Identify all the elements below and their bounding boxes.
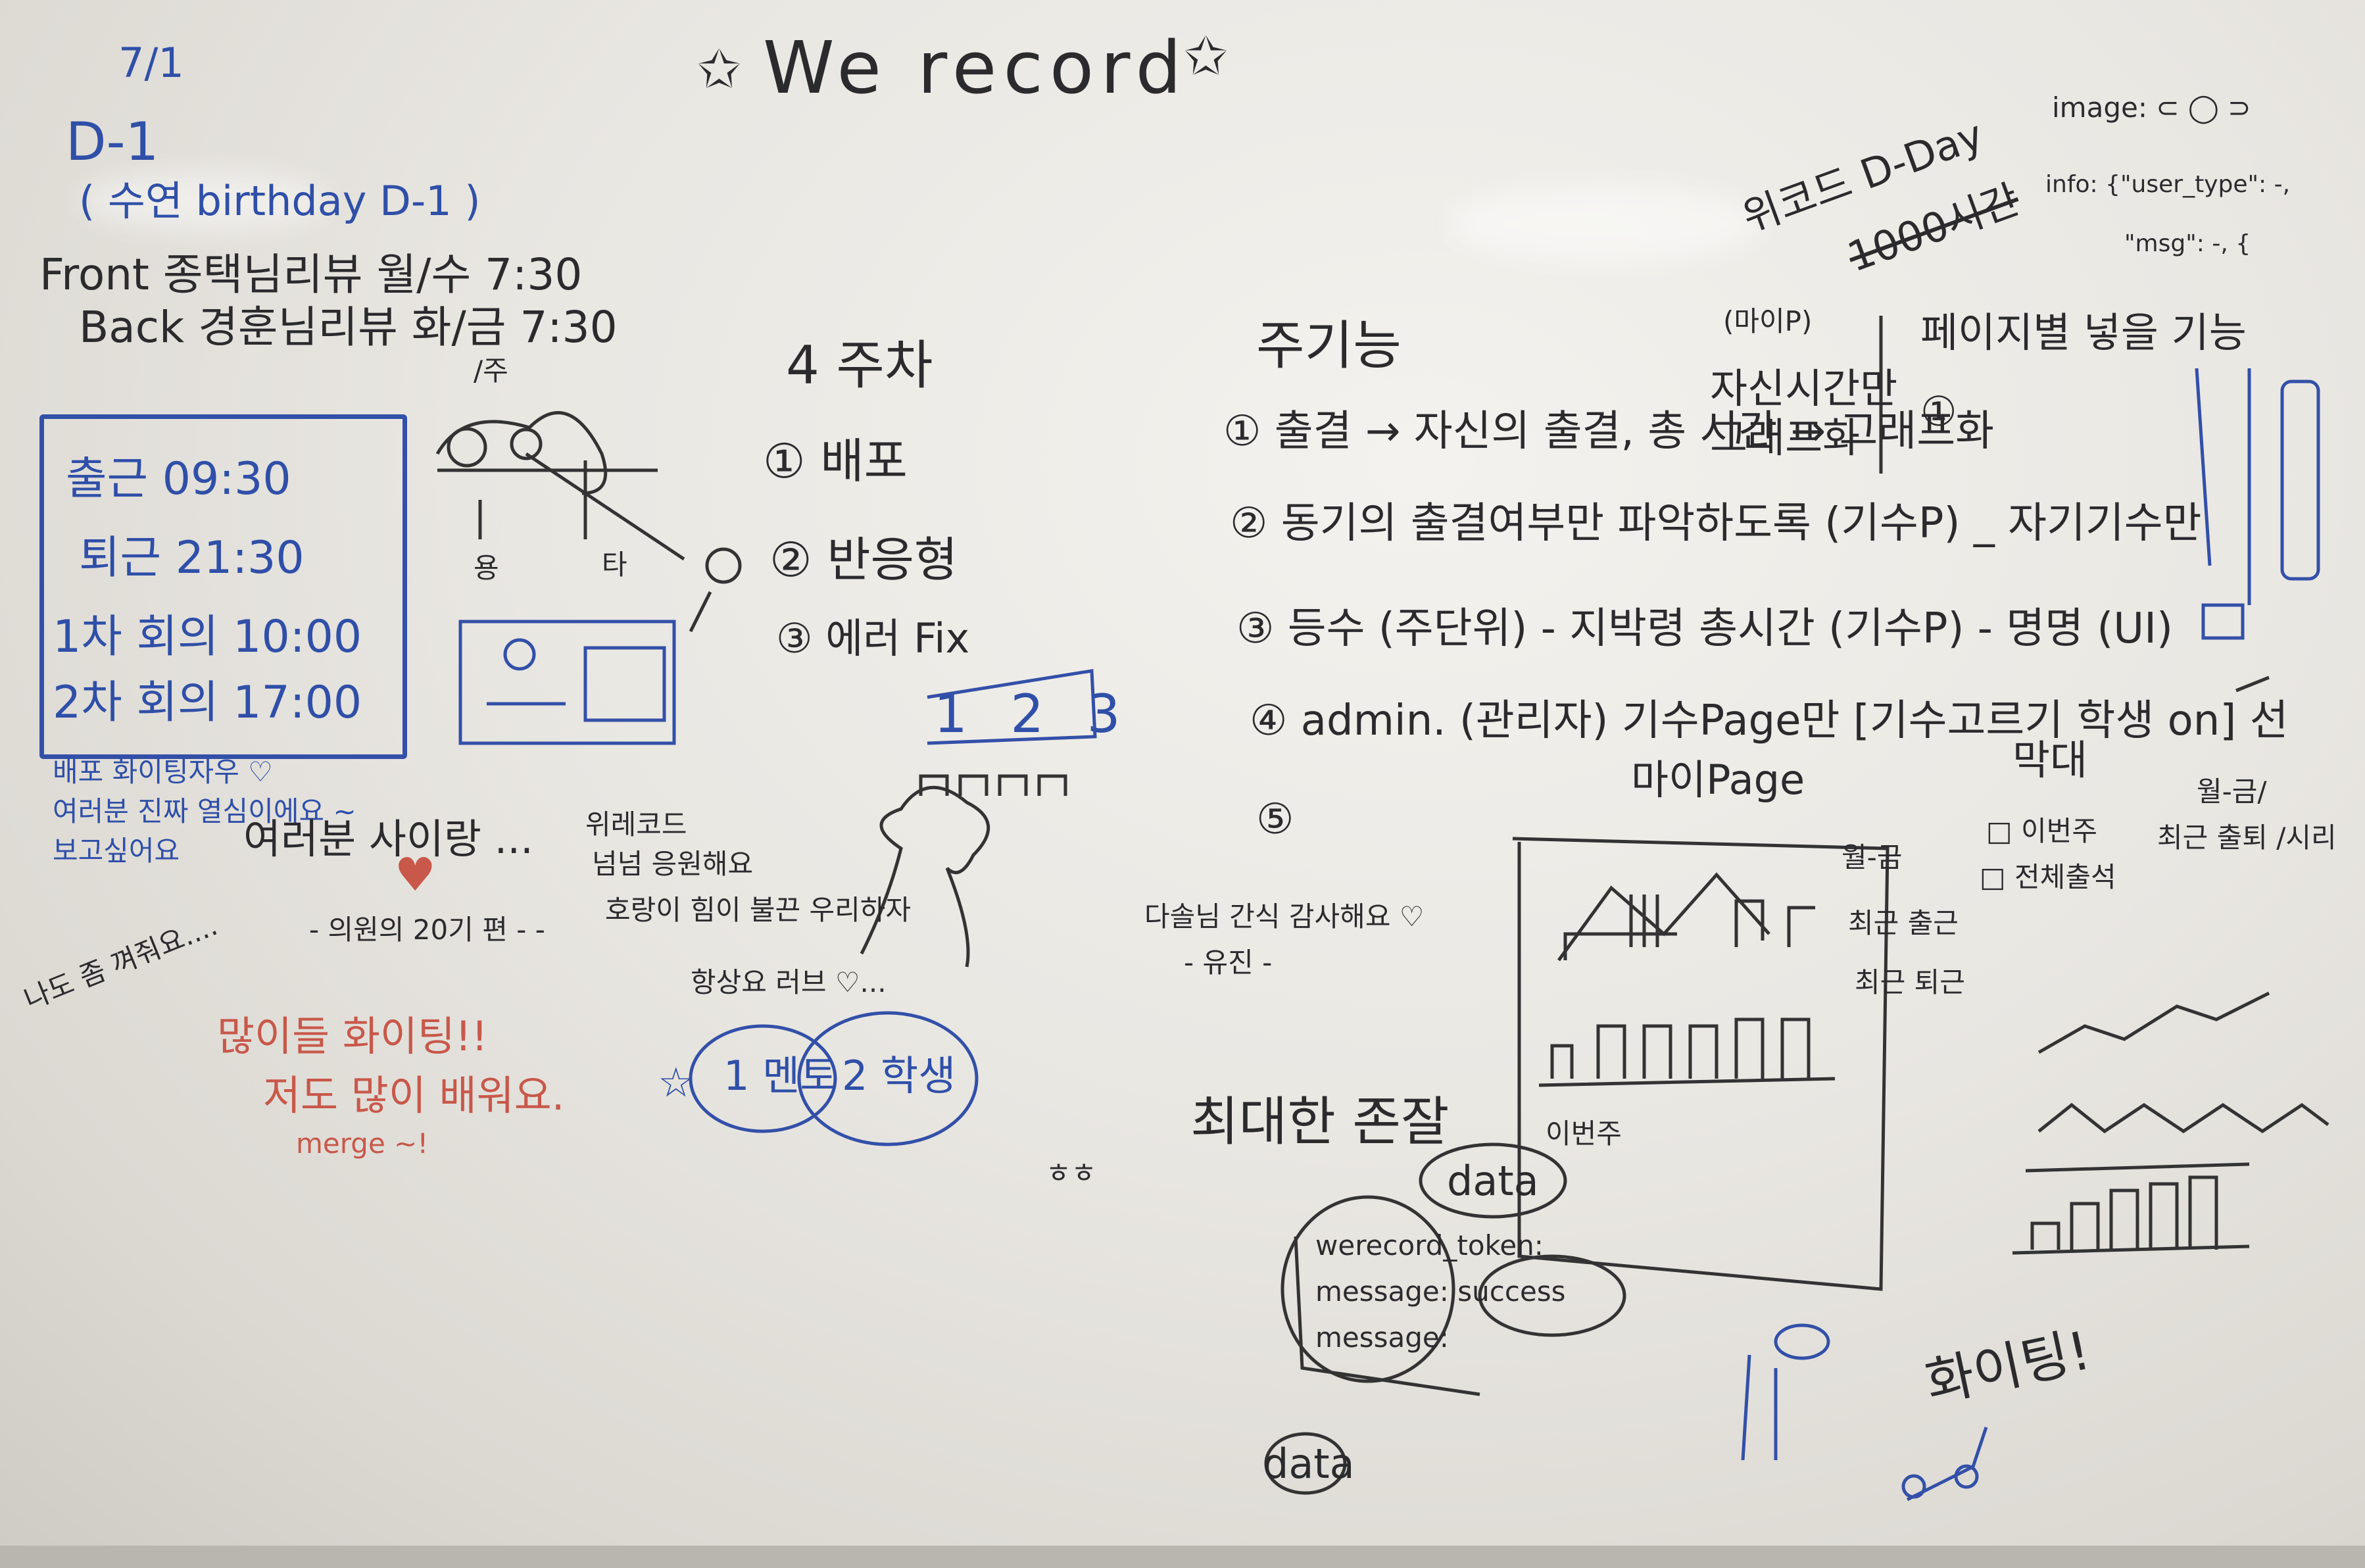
label: 최근 퇴근	[1855, 966, 1965, 998]
label: 최근 출근	[1848, 907, 1959, 939]
feature-item: ③ 등수 (주단위) - 지박령 총시간 (기수P) - 명명 (UI)	[1236, 604, 2173, 653]
feature-item: ⑤	[1256, 795, 1294, 844]
sketch-label: 타	[602, 549, 627, 581]
circle-label: 2 학생	[842, 1052, 956, 1100]
blue-note: 배포 화이팅자우 ♡	[53, 756, 273, 788]
info-note: "msg": -, {	[2124, 230, 2251, 257]
week-label: /주	[474, 355, 508, 387]
red-note: 저도 많이 배워요.	[263, 1071, 565, 1119]
cheer-note: 항상요 러브 ♡...	[691, 966, 887, 998]
review-back: Back 경훈님리뷰 화/금 7:30	[79, 302, 618, 353]
data-label: data	[1263, 1440, 1355, 1488]
schedule-item: 출근 09:30	[66, 453, 291, 505]
feature-item: ② 동기의 출결여부만 파악하도록 (기수P) _ 자기기수만	[1230, 499, 2202, 548]
star-icon: ✩	[697, 39, 742, 100]
feature-item: ④ admin. (관리자) 기수Page만 [기수고르기 학생 on] 선	[1250, 697, 2289, 745]
glare	[1447, 184, 1763, 263]
data-label: data	[1447, 1157, 1539, 1205]
features-heading: 주기능	[1256, 315, 1402, 376]
week4-item: ② 반응형	[769, 532, 958, 587]
glare	[79, 171, 329, 230]
own-time: 자신시간만	[1710, 364, 1898, 412]
star-icon: ☆	[658, 1058, 695, 1106]
mypage-label: 마이Page	[1631, 756, 1805, 804]
together-note: 여러분 사이랑 ...	[243, 815, 533, 863]
hh-note: ㅎㅎ	[1046, 1157, 1097, 1189]
schedule-item: 퇴근 21:30	[79, 532, 305, 584]
image-note: image: ⊂ ◯ ⊃	[2052, 91, 2251, 124]
d-minus-one: D-1	[66, 111, 159, 172]
student-note: 막대	[2012, 736, 2088, 784]
board-title: We record	[763, 26, 1188, 110]
blue-note: 보고싶어요	[53, 835, 180, 867]
schedule-item: 2차 회의 17:00	[53, 677, 362, 729]
red-note: 많이들 화이팅!!	[217, 1012, 488, 1060]
api-line: message:	[1315, 1321, 1449, 1354]
star-icon: ✩	[1184, 26, 1229, 87]
per-page-heading: 페이지별 넣을 기능	[1920, 308, 2247, 356]
date: 7/1	[118, 39, 184, 87]
week4-item: ① 배포	[763, 433, 908, 489]
cheer-note: 호랑이 힘이 불끈 우리하자	[605, 894, 912, 926]
week4-item: ③ 에러 Fix	[776, 614, 970, 662]
red-note: merge ~!	[296, 1127, 429, 1160]
week4-heading: 4 주차	[786, 335, 933, 396]
option: □ 전체출석	[1980, 861, 2116, 893]
api-line: message: success	[1315, 1275, 1566, 1308]
schedule-item: 1차 회의 10:00	[53, 611, 362, 663]
sketch-label: 용	[474, 552, 499, 584]
own-time: 그래프화	[1710, 414, 1861, 462]
cloud-sketch	[435, 411, 608, 495]
cheer-note: 위레코드	[585, 808, 687, 841]
numbers: 1 2 3	[934, 683, 1134, 745]
label: 월-금	[1841, 841, 1903, 873]
cheer-note: 넘넘 응원해요	[592, 848, 754, 880]
schedule-box	[39, 414, 407, 759]
respect-note: 최대한 존잘	[1190, 1091, 1450, 1152]
blue-note: 여러분 진짜 열심이에요 ~	[53, 795, 356, 827]
feature-item: ① 출결 → 자신의 출결, 총 시간 → 그래프화	[1223, 407, 1995, 456]
option: □ 이번주	[1986, 815, 2097, 847]
api-line: werecord_token:	[1315, 1229, 1544, 1262]
signature: - 의원의 20기 편 - -	[309, 914, 545, 946]
thanks-note: 다솔님 간식 감사해요 ♡	[1144, 900, 1425, 933]
heart-icon: ♥	[395, 848, 436, 902]
mypage-tag: (마이P)	[1723, 305, 1813, 337]
birthday-note: ( 수연 birthday D-1 )	[79, 177, 481, 225]
thanks-note: - 유진 -	[1184, 946, 1273, 979]
week-etc: 월-금/	[2197, 775, 2267, 808]
this-week: 이번주	[1546, 1117, 1622, 1150]
review-front: Front 종택님리뷰 월/수 7:30	[39, 249, 583, 300]
week-etc: 최근 출퇴 /시리	[2157, 821, 2337, 854]
info-note: info: {"user_type": -,	[2045, 171, 2291, 198]
circle-one: ①	[1920, 387, 1957, 435]
circle-label: 1 멘토	[723, 1052, 838, 1100]
